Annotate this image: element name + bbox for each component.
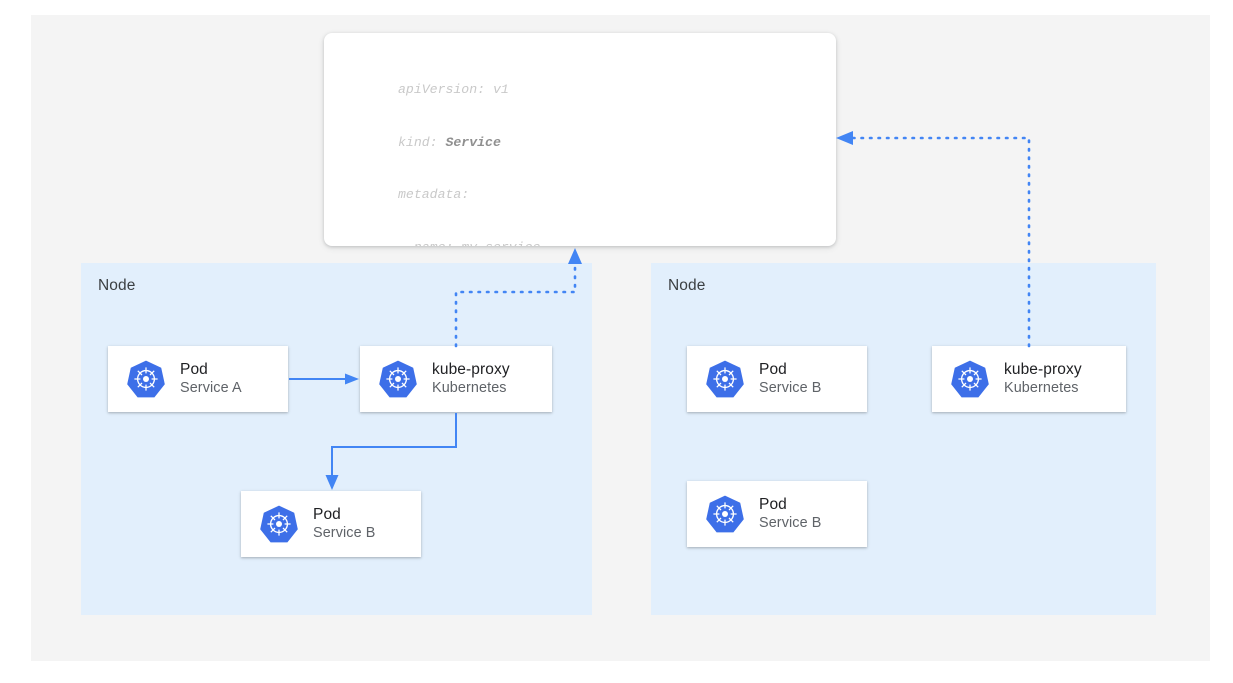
yaml-line-name: name: my-service: [398, 239, 722, 246]
card-title: kube-proxy: [1004, 361, 1082, 378]
card-pod-service-b-remote-2[interactable]: Pod Service B: [687, 481, 867, 547]
card-subtitle: Kubernetes: [432, 380, 507, 396]
kubernetes-icon: [378, 359, 418, 399]
card-pod-service-b-remote-1[interactable]: Pod Service B: [687, 346, 867, 412]
yaml-line-apiversion: apiVersion: v1: [398, 82, 509, 98]
node-group-right: Node: [651, 263, 1156, 615]
card-subtitle: Service B: [313, 525, 376, 541]
kubernetes-icon: [950, 359, 990, 399]
kubernetes-icon: [705, 494, 745, 534]
yaml-line-kind: kind: Service: [398, 134, 722, 152]
card-text: Pod Service A: [180, 360, 242, 398]
node-label-left: Node: [98, 277, 136, 294]
card-subtitle: Service B: [759, 380, 822, 396]
card-subtitle: Service B: [759, 515, 822, 531]
yaml-kind-value: Service: [445, 134, 501, 150]
service-manifest-card: apiVersion: v1 kind: Service metadata: n…: [324, 33, 836, 246]
node-group-left: Node: [81, 263, 592, 615]
kubernetes-icon: [259, 504, 299, 544]
card-text: Pod Service B: [759, 360, 821, 398]
card-title: kube-proxy: [432, 361, 510, 378]
card-title: Pod: [759, 361, 787, 378]
card-text: Pod Service B: [313, 505, 375, 543]
kubernetes-icon: [705, 359, 745, 399]
card-pod-service-b-local[interactable]: Pod Service B: [241, 491, 421, 557]
card-text: kube-proxy Kubernetes: [1004, 360, 1082, 398]
node-label-right: Node: [668, 277, 706, 294]
card-text: Pod Service B: [759, 495, 821, 533]
kubernetes-icon: [126, 359, 166, 399]
card-kube-proxy-left[interactable]: kube-proxy Kubernetes: [360, 346, 552, 412]
card-kube-proxy-right[interactable]: kube-proxy Kubernetes: [932, 346, 1126, 412]
card-subtitle: Kubernetes: [1004, 380, 1079, 396]
service-manifest-text: apiVersion: v1 kind: Service metadata: n…: [398, 46, 722, 246]
yaml-line-metadata: metadata:: [398, 187, 470, 203]
yaml-kind-key: kind:: [398, 134, 446, 150]
card-pod-service-a[interactable]: Pod Service A: [108, 346, 288, 412]
card-title: Pod: [313, 506, 341, 523]
card-title: Pod: [180, 361, 208, 378]
card-text: kube-proxy Kubernetes: [432, 360, 510, 398]
card-title: Pod: [759, 496, 787, 513]
card-subtitle: Service A: [180, 380, 242, 396]
